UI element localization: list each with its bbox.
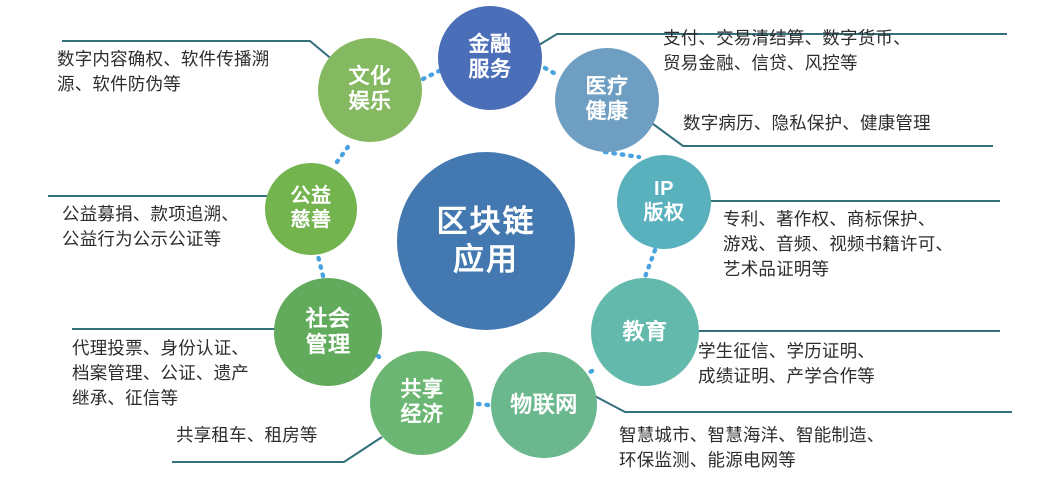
node-label-line: 教育 (622, 319, 668, 345)
node-blockchain-application[interactable]: 区块链 应用 (397, 152, 575, 330)
description-public-welfare-charity: 公益募捐、款项追溯、 公益行为公示公证等 (62, 205, 239, 250)
node-label-line: 服务 (468, 58, 512, 81)
node-medical-health[interactable]: 医疗 健康 (555, 48, 659, 152)
node-label-line: 管理 (305, 332, 351, 357)
dot-connector-finance-medical (542, 65, 562, 79)
description-medical-health: 数字病历、隐私保护、健康管理 (683, 114, 931, 134)
node-label-line: 社会 (305, 306, 351, 332)
node-label-line: 文化 (348, 65, 392, 89)
node-internet-of-things[interactable]: 物联网 (491, 352, 597, 458)
description-ip-copyright: 专利、著作权、商标保护、 游戏、音频、视频书籍许可、 艺术品证明等 (723, 210, 954, 280)
node-label-line: 健康 (585, 100, 629, 123)
node-label-line: 物联网 (510, 392, 578, 418)
node-label-line: 慈善 (290, 209, 332, 231)
node-label-line: 金融 (468, 33, 512, 57)
node-finance-service[interactable]: 金融 服务 (438, 6, 542, 110)
description-education: 学生征信、学历证明、 成绩证明、产学合作等 (698, 342, 875, 387)
leader-line-iot (588, 392, 1012, 414)
dot-connector-ip-education (642, 247, 658, 280)
node-sharing-economy[interactable]: 共享 经济 (370, 351, 474, 455)
dot-connector-charity-culture (334, 141, 353, 165)
node-label-line: 经济 (400, 403, 444, 426)
node-label-line: 娱乐 (348, 90, 392, 113)
description-sharing-economy: 共享租车、租房等 (176, 426, 318, 446)
node-label-line: 区块链 (436, 204, 536, 240)
description-culture-entertainment: 数字内容确权、软件传播溯 源、软件防伪等 (57, 50, 270, 95)
node-label-line: IP (654, 178, 674, 201)
dot-connector-iot-sharing (474, 401, 491, 408)
description-social-governance: 代理投票、身份认证、 档案管理、公证、遗产 继承、征信等 (72, 339, 249, 409)
node-label-line: 医疗 (585, 75, 629, 99)
node-education[interactable]: 教育 (591, 278, 699, 386)
node-label-line: 应用 (453, 242, 519, 277)
dot-connector-culture-finance (420, 68, 442, 82)
description-internet-of-things: 智慧城市、智慧海洋、智能制造、 环保监测、能源电网等 (619, 426, 885, 471)
node-label-line: 共享 (400, 378, 444, 402)
node-label-line: 公益 (290, 185, 332, 208)
node-ip-copyright[interactable]: IP 版权 (617, 155, 711, 249)
dot-connector-medical-ip (602, 149, 642, 160)
node-label-line: 版权 (643, 202, 685, 224)
description-finance-service: 支付、交易清结算、数字货币、 贸易金融、信贷、风控等 (663, 29, 911, 74)
dot-connector-social-charity (315, 253, 326, 279)
node-public-welfare-charity[interactable]: 公益 慈善 (265, 163, 357, 255)
node-social-governance[interactable]: 社会 管理 (274, 278, 382, 386)
node-culture-entertainment[interactable]: 文化 娱乐 (318, 38, 422, 142)
